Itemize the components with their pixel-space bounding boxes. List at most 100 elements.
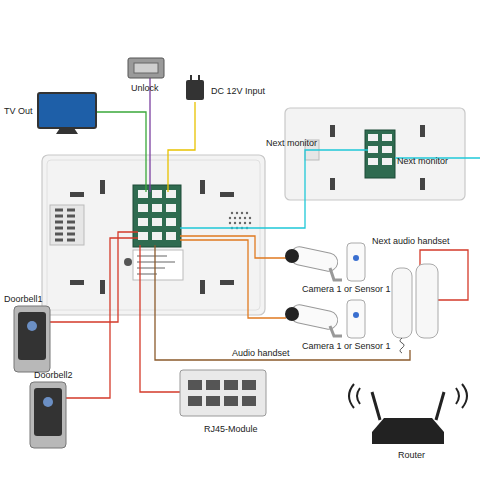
tv-screen: [38, 93, 96, 128]
device-node: Next monitor: [285, 108, 465, 200]
buttons: [55, 210, 75, 240]
speaker-grille: [229, 212, 251, 229]
doorbell-panel: [34, 388, 62, 436]
doorbell-symbol: [30, 382, 66, 448]
adapter-body: [186, 80, 204, 100]
sensor-eye: [353, 312, 359, 318]
button-grid: [50, 205, 84, 245]
vent-slot: [220, 192, 234, 197]
vent-slot: [70, 192, 84, 197]
vent-slot: [200, 280, 205, 294]
module-ports: [188, 380, 256, 406]
camera-lens: [285, 249, 299, 263]
vent-slot: [70, 280, 84, 285]
device-node: Doorbell1: [12, 306, 52, 372]
router-body: [372, 418, 444, 444]
main-monitor: [42, 155, 265, 315]
wire-label: Audio handset: [232, 348, 290, 359]
device-label: Doorbell1: [4, 294, 43, 305]
camera-symbol: [285, 245, 342, 280]
doorbell-wire: [50, 232, 138, 322]
lock-plate: [134, 63, 158, 73]
device-node: Unlock: [128, 56, 166, 80]
monitor-casing: [42, 155, 265, 315]
terminal-board: [365, 130, 395, 178]
monitor-casing: [285, 108, 465, 200]
doorbell-body: [30, 382, 66, 448]
device-label: TV Out: [4, 106, 33, 117]
device-label: Camera 1 or Sensor 1: [302, 284, 391, 295]
wifi-waves: [349, 384, 467, 408]
vent-slot: [220, 280, 234, 285]
camera-symbol: [285, 303, 342, 336]
terminal-board: [133, 185, 181, 247]
router-antenna: [372, 392, 444, 420]
monitor-rim: [47, 160, 260, 310]
handset-body: [392, 268, 412, 338]
device-label: Next audio handset: [372, 236, 450, 247]
device-node: TV Out: [38, 93, 96, 133]
router-symbol: [349, 384, 467, 444]
vent-slot: [200, 180, 205, 194]
tv-symbol: [38, 93, 96, 134]
power-wire: [168, 102, 195, 192]
lock-symbol: [128, 58, 164, 78]
wires: [50, 78, 480, 398]
lock-body: [128, 58, 164, 78]
vent-slot: [420, 178, 425, 190]
doorbell-symbol: [14, 306, 50, 372]
next-monitor: [285, 108, 465, 200]
handset-symbol: [392, 264, 438, 353]
terminal-sockets: [138, 190, 176, 240]
vent-slot: [100, 180, 105, 194]
device-node: Next audio handset: [388, 262, 444, 354]
device-node: Camera 1 or Sensor 1: [282, 240, 370, 284]
device-node: DC 12V Input: [184, 74, 206, 102]
audio-wire: [155, 245, 410, 360]
device-label: Camera 1 or Sensor 1: [302, 341, 391, 352]
adapter-prongs: [191, 75, 199, 80]
device-node: RJ45-Module: [178, 368, 268, 418]
vent-slot: [330, 125, 335, 137]
camera-mount: [330, 326, 342, 336]
unlock-wire: [149, 78, 150, 192]
wire-label: Next monitor: [266, 138, 317, 149]
monitor-bus-wire: [180, 150, 368, 228]
doorbell-body: [14, 306, 50, 372]
vent-slot: [420, 125, 425, 137]
mount-hole: [124, 258, 132, 266]
device-label: DC 12V Input: [211, 86, 265, 97]
tv-wire: [96, 112, 146, 192]
vent-slot: [100, 280, 105, 294]
device-node: Camera 1 or Sensor 1: [282, 298, 370, 340]
camera-wire: [180, 240, 286, 318]
module-body: [180, 370, 266, 416]
device-label: Next monitor: [397, 156, 448, 167]
sticker-print: [137, 256, 175, 274]
sensor-body: [347, 243, 365, 281]
camera-wire: [180, 236, 286, 258]
doorbell-lens: [43, 397, 53, 407]
tv-stand: [56, 128, 78, 134]
handset-body: [416, 264, 438, 338]
sensor-symbol: [347, 300, 365, 338]
adapter-symbol: [186, 75, 204, 100]
handset-cord: [400, 338, 404, 353]
vent-slot: [330, 178, 335, 190]
device-label: Unlock: [131, 83, 159, 94]
doorbell-panel: [18, 312, 46, 360]
device-label: Doorbell2: [34, 370, 73, 381]
sensor-body: [347, 300, 365, 338]
doorbell-wire: [66, 238, 138, 398]
sensor-eye: [353, 255, 359, 261]
device-node: Router: [352, 382, 470, 446]
camera-lens: [285, 307, 299, 321]
camera-mount: [330, 268, 342, 280]
doorbell-lens: [27, 321, 37, 331]
device-node: Doorbell2: [28, 382, 68, 448]
terminal-sockets: [368, 134, 392, 165]
device-label: Router: [398, 450, 425, 461]
device-label: RJ45-Module: [204, 424, 258, 435]
